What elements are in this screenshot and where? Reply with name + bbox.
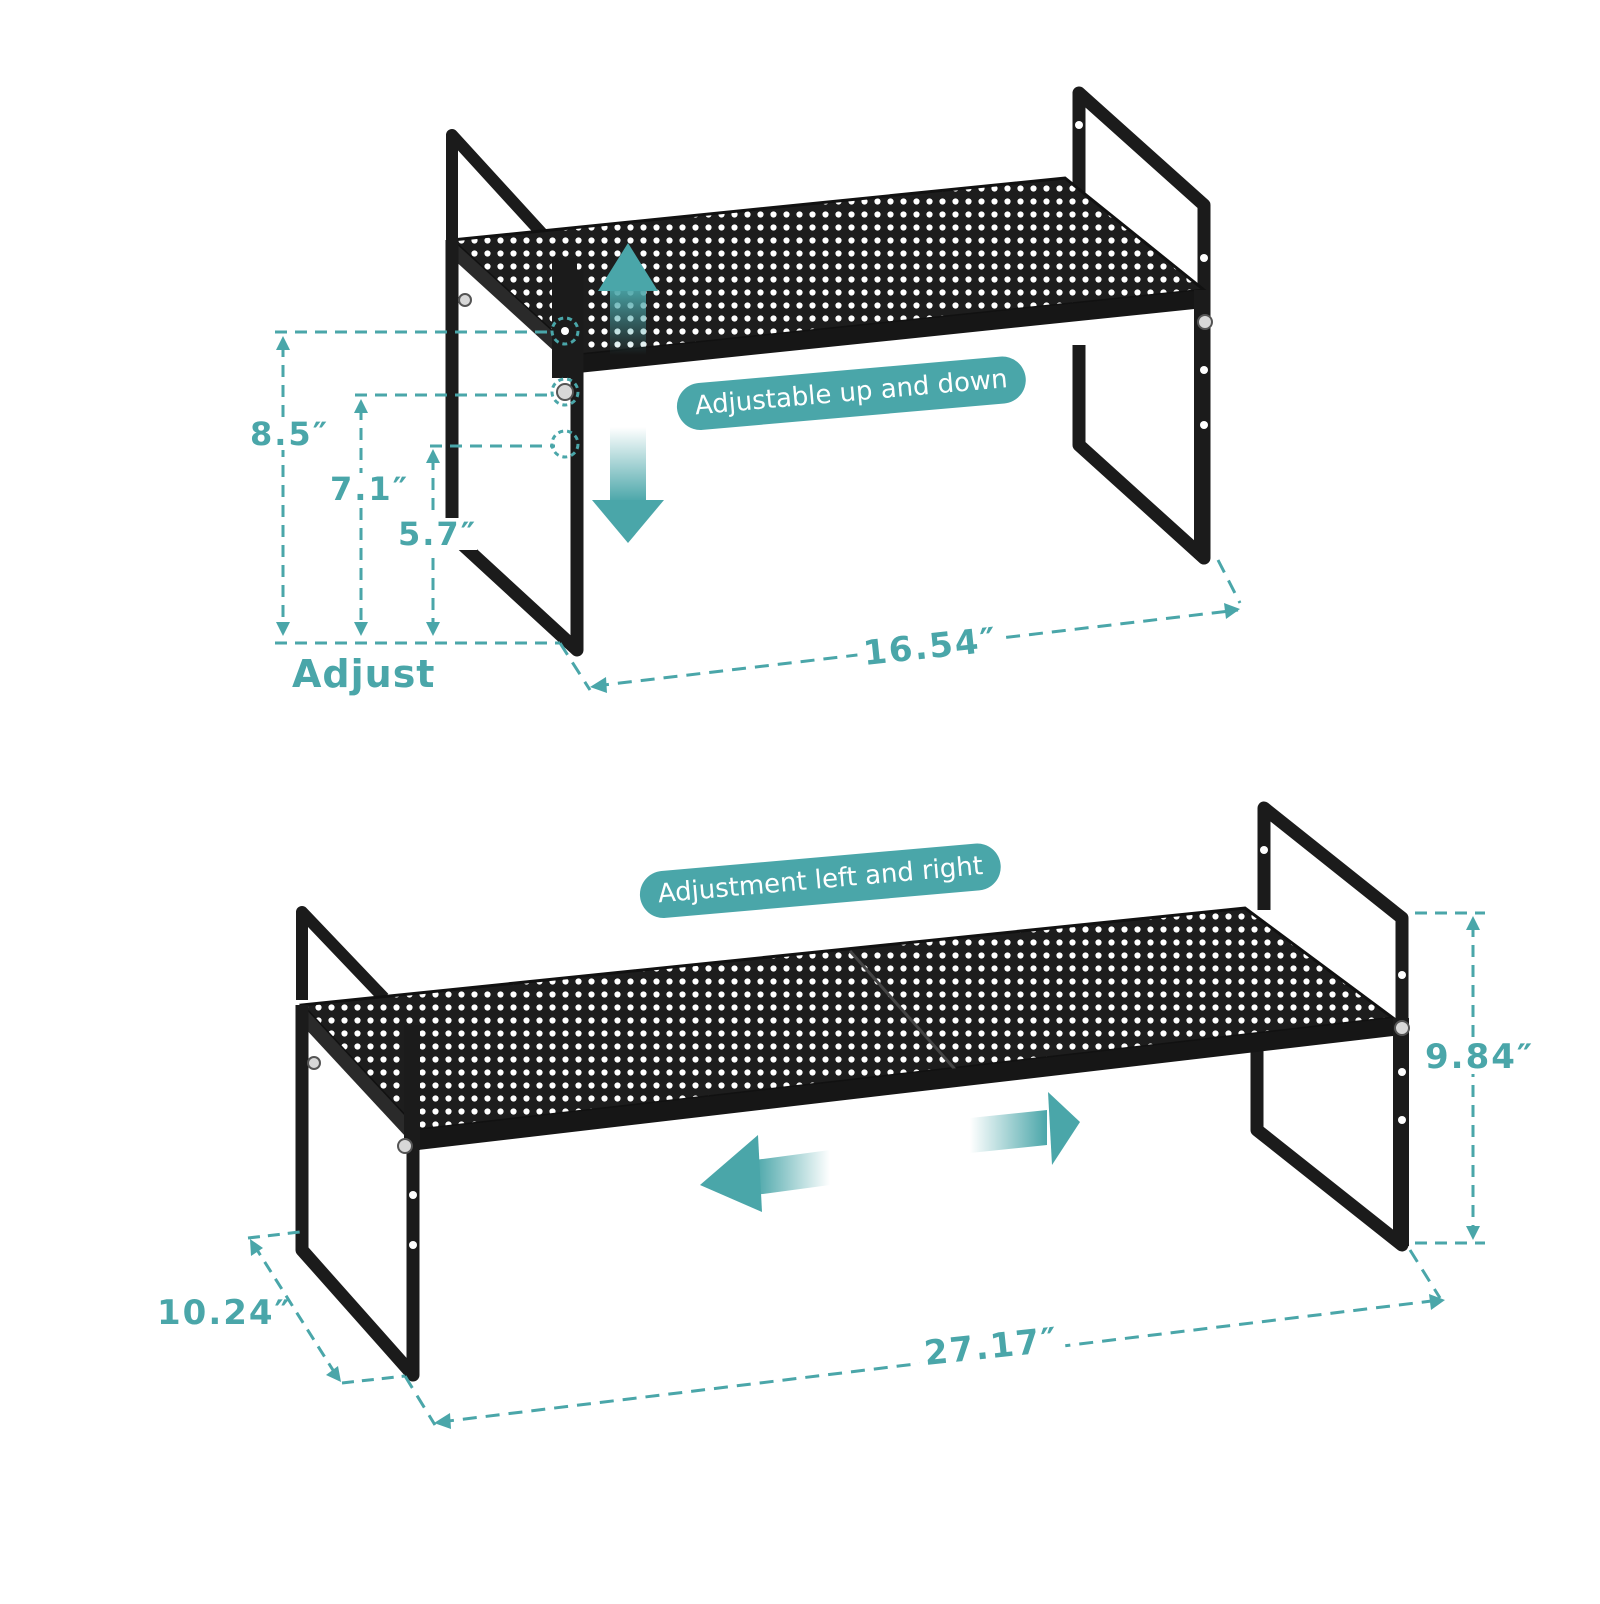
bottom-rack-front-left-frame — [295, 1005, 420, 1382]
arrow-down-icon — [592, 427, 664, 543]
bottom-depth-label: 10.24″ — [157, 1293, 292, 1333]
arrow-right-icon — [970, 1092, 1080, 1165]
adjust-label: Adjust — [292, 652, 436, 696]
bottom-width-dimension — [403, 1249, 1442, 1426]
bottom-rack-screws — [307, 846, 1410, 1249]
top-rack-back-left-frame — [446, 129, 553, 245]
height-label-8-5: 8.5″ — [250, 415, 329, 453]
bottom-rack-shelf-front-edge — [418, 1018, 1393, 1150]
height-label-5-7: 5.7″ — [398, 515, 477, 553]
top-rack-back-right-frame — [1072, 86, 1211, 565]
bottom-height-label: 9.84″ — [1425, 1037, 1535, 1077]
top-width-dimension — [558, 559, 1242, 691]
top-rack-screws — [458, 121, 1213, 503]
height-label-7-1: 7.1″ — [330, 470, 409, 508]
top-rack-shelf-front-edge — [578, 290, 1204, 373]
top-rack — [275, 86, 1242, 693]
bottom-rack-back-left-frame — [296, 906, 389, 1003]
arrow-up-icon — [598, 243, 658, 355]
bottom-rack — [247, 801, 1485, 1429]
adjust-hole-highlights — [550, 316, 580, 459]
arrow-left-icon — [700, 1135, 830, 1212]
bottom-depth-dimension — [247, 1230, 406, 1385]
top-rack-front-left-frame — [445, 140, 584, 657]
top-height-dimensions — [275, 330, 560, 645]
bottom-height-dimension — [1415, 911, 1485, 1245]
